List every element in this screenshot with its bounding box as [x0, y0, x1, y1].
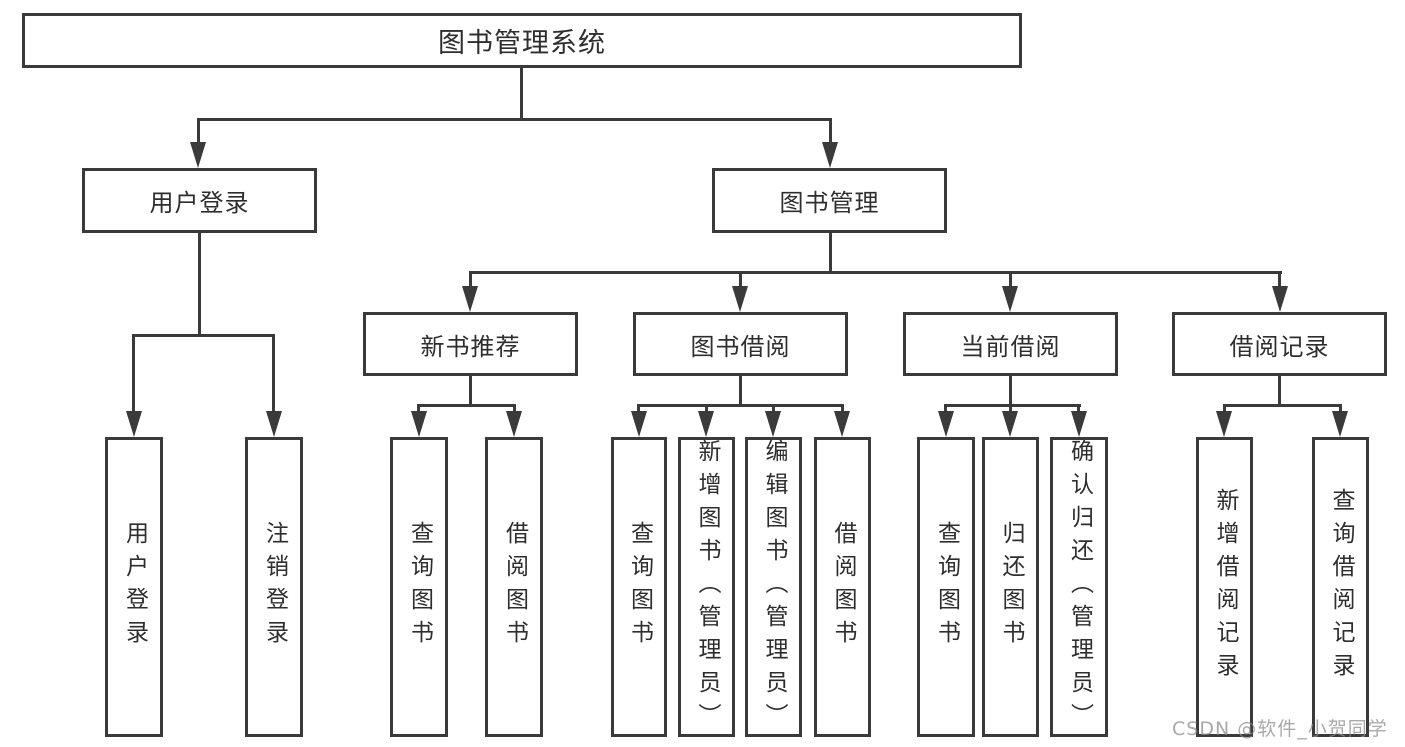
leaf-query-borrow-record: 查询借阅记录	[1312, 437, 1369, 737]
node-borrow-record: 借阅记录	[1172, 312, 1387, 376]
leaf-user-login: 用户登录	[105, 437, 163, 737]
leaf-edit-book-admin: 编辑图书（管理员）	[745, 437, 802, 737]
connector-root-trunk	[520, 68, 523, 121]
connector-drop	[1339, 404, 1342, 414]
arrowhead-borrow-record	[1272, 286, 1288, 312]
connector-new-book-recommend-trunk	[469, 376, 472, 407]
arrowhead	[1216, 411, 1232, 437]
node-library-system-label: 图书管理系统	[438, 28, 606, 59]
connector-drop-book-borrow	[739, 271, 742, 289]
connector-borrow-record-bar	[1223, 404, 1342, 407]
connector-drop	[1077, 404, 1080, 414]
leaf-query-book-current-label: 查询图书	[933, 521, 960, 653]
connector-book-management-bar	[469, 271, 1282, 274]
node-user-login-label: 用户登录	[149, 189, 250, 217]
leaf-logout-login: 注销登录	[245, 437, 303, 737]
connector-book-borrow-bar	[637, 404, 844, 407]
leaf-query-book-borrow-label: 查询图书	[626, 521, 653, 653]
leaf-query-book-borrow: 查询图书	[611, 437, 667, 737]
leaf-add-book-admin: 新增图书（管理员）	[678, 437, 735, 737]
connector-drop-book-management	[829, 118, 832, 148]
leaf-confirm-return-admin: 确认归还（管理员）	[1050, 437, 1108, 737]
connector-drop	[1009, 404, 1012, 414]
leaf-user-login-label: 用户登录	[121, 521, 148, 653]
arrowhead-leaf-logout	[266, 411, 282, 437]
connector-user-login-bar	[132, 334, 275, 337]
connector-drop	[1223, 404, 1226, 414]
connector-book-management-trunk	[829, 233, 832, 274]
leaf-borrow-book: 借阅图书	[814, 437, 871, 737]
leaf-add-borrow-record: 新增借阅记录	[1196, 437, 1253, 737]
arrowhead	[1071, 411, 1087, 437]
connector-drop	[417, 404, 420, 414]
leaf-query-book-recommend: 查询图书	[390, 437, 448, 737]
arrowhead	[1002, 411, 1018, 437]
node-borrow-record-label: 借阅记录	[1229, 332, 1330, 361]
node-library-system: 图书管理系统	[22, 13, 1022, 68]
node-user-login: 用户登录	[82, 168, 317, 233]
leaf-borrow-book-recommend-label: 借阅图书	[501, 521, 528, 653]
connector-drop	[637, 404, 640, 414]
arrowhead	[698, 411, 714, 437]
leaf-return-book-label: 归还图书	[998, 521, 1024, 653]
node-new-book-recommend-label: 新书推荐	[420, 332, 521, 361]
connector-root-bar	[197, 118, 832, 121]
connector-drop-user-login	[197, 118, 200, 148]
connector-drop-leaf-user-login	[132, 334, 135, 414]
arrowhead-book-management	[822, 142, 838, 168]
connector-book-borrow-trunk	[739, 376, 742, 407]
connector-drop	[841, 404, 844, 414]
connector-drop	[513, 404, 516, 414]
connector-drop-leaf-logout	[272, 334, 275, 414]
arrowhead	[411, 411, 427, 437]
leaf-add-book-admin-label: 新增图书（管理员）	[694, 438, 720, 736]
arrowhead	[1332, 411, 1348, 437]
connector-user-login-trunk	[198, 233, 201, 336]
connector-drop	[772, 404, 775, 414]
leaf-return-book: 归还图书	[982, 437, 1039, 737]
connector-drop-borrow-record	[1278, 271, 1281, 289]
connector-drop	[705, 404, 708, 414]
connector-drop	[944, 404, 947, 414]
connector-current-borrow-trunk	[1009, 376, 1012, 407]
leaf-logout-login-label: 注销登录	[261, 521, 288, 653]
connector-drop-new-book-recommend	[469, 271, 472, 289]
arrowhead	[834, 411, 850, 437]
arrowhead-new-book-recommend	[462, 286, 478, 312]
node-current-borrow-label: 当前借阅	[960, 332, 1061, 361]
node-book-management-label: 图书管理	[779, 189, 880, 217]
leaf-query-book-current: 查询图书	[917, 437, 975, 737]
leaf-confirm-return-admin-label: 确认归还（管理员）	[1066, 438, 1093, 736]
leaf-edit-book-admin-label: 编辑图书（管理员）	[761, 438, 787, 736]
node-book-borrow-label: 图书借阅	[690, 332, 791, 361]
leaf-borrow-book-label: 借阅图书	[830, 521, 856, 653]
node-book-management: 图书管理	[712, 168, 947, 233]
connector-new-book-recommend-bar	[417, 404, 516, 407]
connector-current-borrow-bar	[944, 404, 1081, 407]
arrowhead	[631, 411, 647, 437]
leaf-borrow-book-recommend: 借阅图书	[485, 437, 543, 737]
node-new-book-recommend: 新书推荐	[363, 312, 578, 376]
arrowhead-book-borrow	[732, 286, 748, 312]
node-book-borrow: 图书借阅	[633, 312, 848, 376]
leaf-query-book-recommend-label: 查询图书	[406, 521, 433, 653]
node-current-borrow: 当前借阅	[903, 312, 1118, 376]
connector-drop-current-borrow	[1009, 271, 1012, 289]
leaf-query-borrow-record-label: 查询借阅记录	[1328, 488, 1354, 686]
arrowhead	[765, 411, 781, 437]
arrowhead-leaf-user-login	[126, 411, 142, 437]
arrowhead-current-borrow	[1002, 286, 1018, 312]
connector-borrow-record-trunk	[1278, 376, 1281, 407]
arrowhead	[506, 411, 522, 437]
arrowhead-user-login	[190, 142, 206, 168]
leaf-add-borrow-record-label: 新增借阅记录	[1212, 488, 1238, 686]
arrowhead	[938, 411, 954, 437]
watermark: CSDN @软件_小贺同学	[1172, 718, 1388, 740]
